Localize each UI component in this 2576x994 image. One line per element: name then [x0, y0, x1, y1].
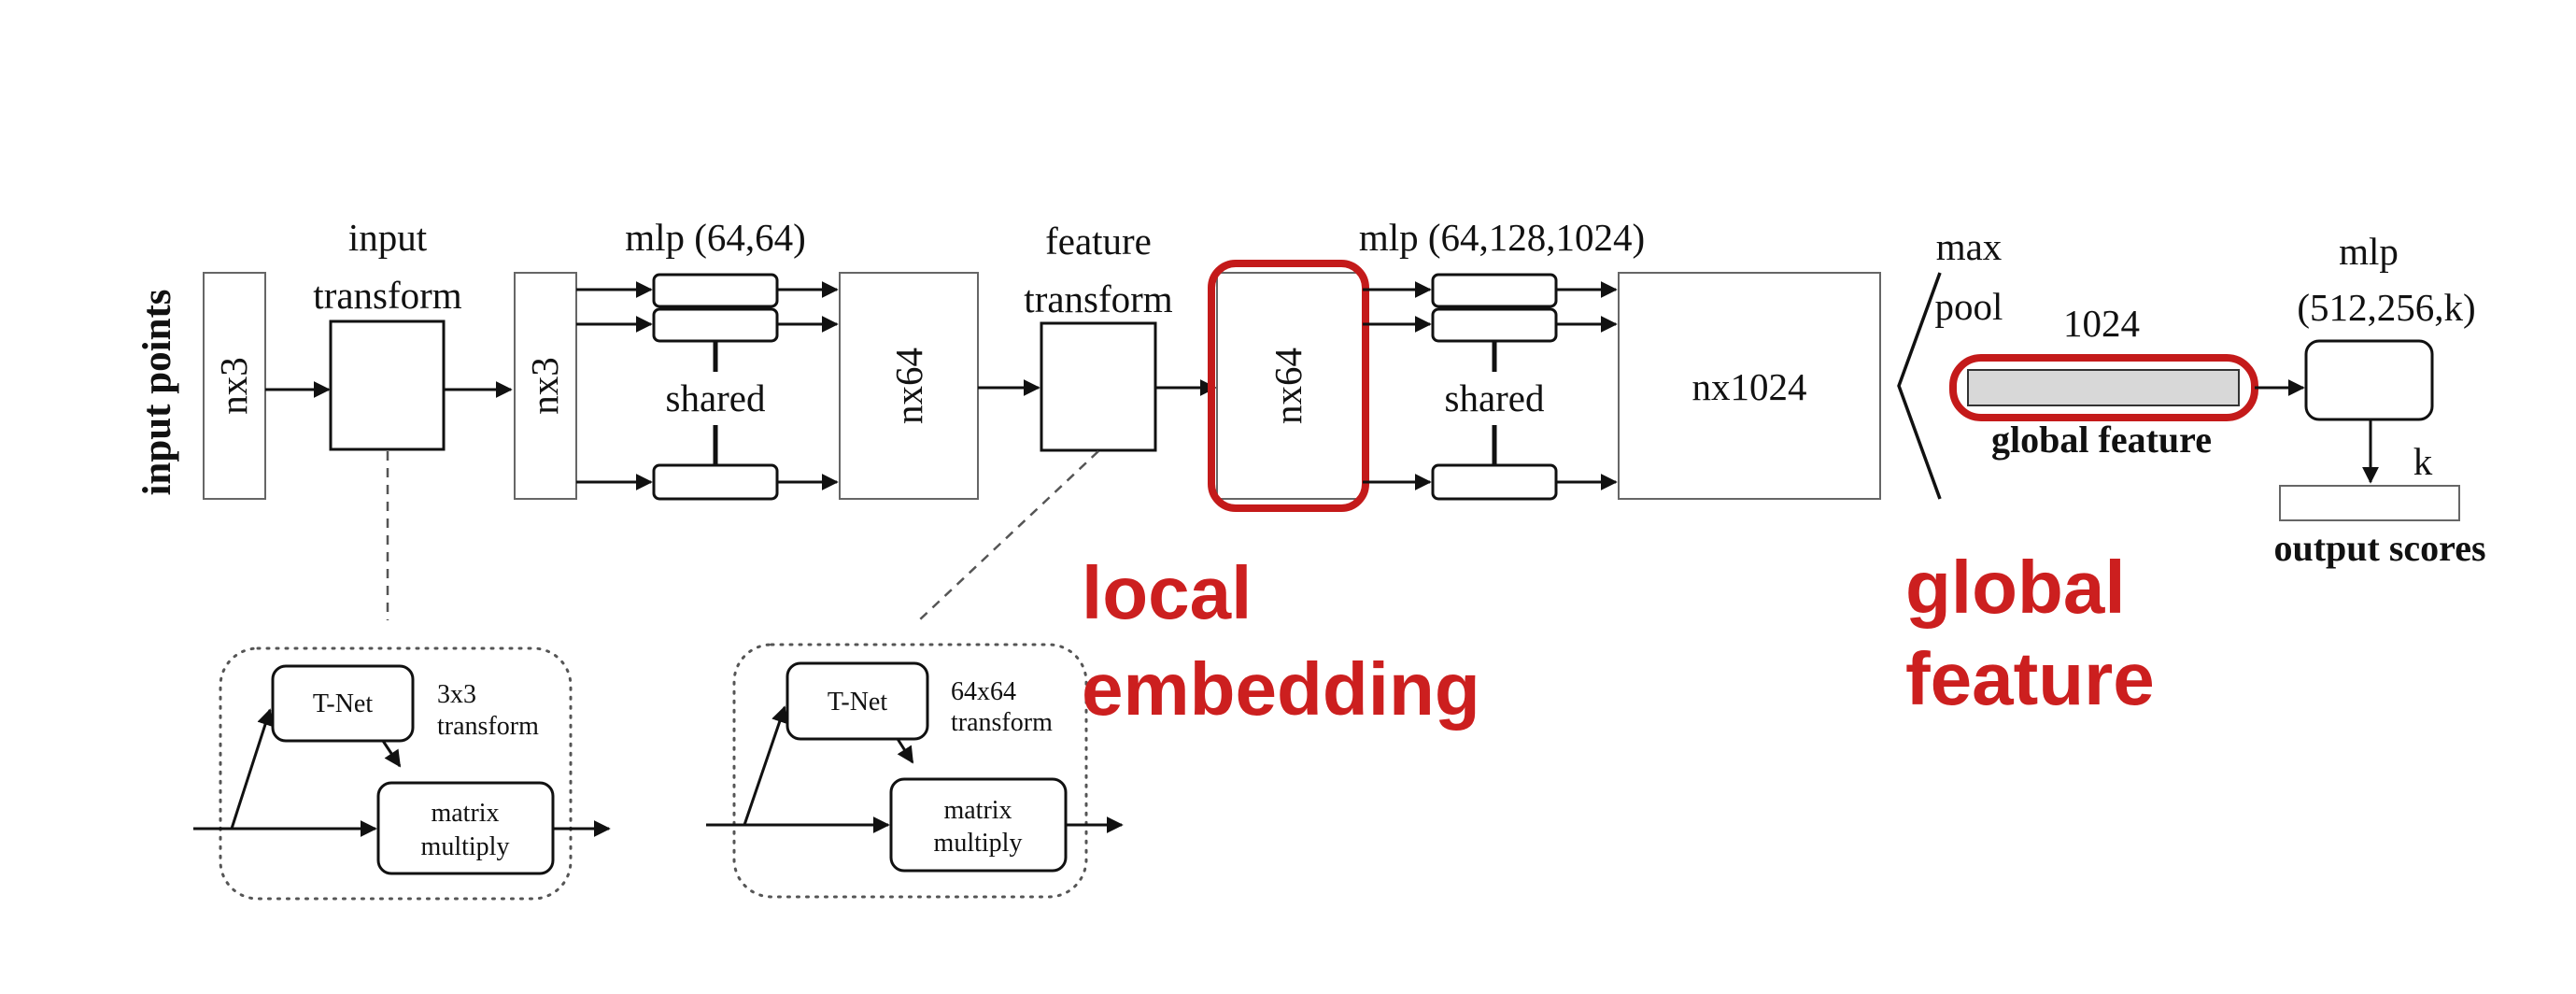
feature-tnet-dashed-connector — [918, 450, 1099, 621]
local-embedding-annotation-line1: local — [1082, 551, 1252, 634]
max-pool-symbol — [1897, 272, 1942, 500]
feature-tnet-label: T-Net — [828, 688, 888, 717]
input-tnet-detail-panel — [219, 646, 573, 901]
max-pool-label-line1: max — [1936, 225, 2003, 268]
input-tnet-transform-line1: 3x3 — [437, 680, 476, 709]
feature-tnet-box — [786, 661, 929, 741]
nx64-label-b: nx64 — [1267, 348, 1309, 424]
input-transform-label-line1: input — [348, 216, 428, 259]
mlp2-label: mlp (64,128,1024) — [1359, 216, 1645, 259]
feature-tnet-transform-line1: 64x64 — [951, 677, 1016, 706]
input-matrix-multiply-line1: matrix — [431, 799, 499, 828]
nx64-box-a — [839, 272, 979, 500]
mlp3-label-line1: mlp — [2339, 230, 2399, 273]
input-transform-box — [329, 320, 446, 451]
input-transform-label-line2: transform — [313, 274, 462, 317]
output-scores-label: output scores — [2273, 527, 2485, 569]
input-nx3-label: nx3 — [212, 357, 255, 415]
global-feature-annotation-line1: global — [1905, 546, 2126, 629]
feature-tnet-detail-panel — [732, 643, 1088, 899]
feature-matrix-multiply-line1: matrix — [943, 796, 1012, 825]
local-embedding-highlight — [1208, 260, 1369, 512]
mlp3-box — [2304, 339, 2434, 421]
k-label: k — [2413, 440, 2433, 483]
input-tnet-branch-arrow — [230, 708, 274, 830]
mlp1-unit-1 — [652, 273, 779, 308]
input-nx3-box — [203, 272, 266, 500]
feature-tnet-branch-arrow — [743, 705, 788, 826]
mlp2-shared-label: shared — [1444, 376, 1544, 419]
input-tnet-label: T-Net — [313, 689, 374, 718]
input-matrix-multiply-line2: multiply — [421, 832, 510, 861]
input-tnet-box — [271, 664, 415, 743]
nx64-box-b — [1216, 272, 1364, 500]
max-pool-label-line2: pool — [1935, 285, 2003, 328]
global-feature-bar — [1967, 369, 2240, 406]
input-tnet-transform-line2: transform — [437, 712, 539, 741]
global-feature-annotation-line2: feature — [1905, 637, 2155, 720]
transformed-nx3-box — [514, 272, 577, 500]
feature-matrix-multiply-line2: multiply — [934, 829, 1023, 858]
mlp2-unit-1 — [1431, 273, 1558, 308]
output-scores-box — [2279, 485, 2460, 521]
feature-transform-label-line1: feature — [1045, 220, 1152, 263]
mlp2-unit-2 — [1431, 307, 1558, 343]
feature-transform-label-line2: transform — [1024, 277, 1173, 320]
mlp1-unit-3 — [652, 463, 779, 501]
feature-tnet-to-matrix-arrow — [896, 738, 914, 764]
global-feature-dim-label: 1024 — [2063, 302, 2140, 345]
mlp2-unit-3 — [1431, 463, 1558, 501]
nx1024-box — [1618, 272, 1881, 500]
mlp3-label-line2: (512,256,k) — [2297, 286, 2475, 329]
feature-transform-box — [1040, 321, 1157, 452]
global-feature-label: global feature — [1991, 419, 2212, 461]
mlp1-shared-label: shared — [665, 376, 765, 419]
input-tnet-to-matrix-arrow — [381, 740, 402, 768]
mlp1-unit-2 — [652, 307, 779, 343]
feature-tnet-transform-line2: transform — [951, 708, 1053, 737]
local-embedding-annotation-line2: embedding — [1082, 647, 1480, 731]
transformed-nx3-label: nx3 — [523, 357, 566, 415]
nx64-label-a: nx64 — [887, 348, 930, 424]
input-points-label: input points — [135, 289, 179, 495]
mlp1-label: mlp (64,64) — [625, 216, 806, 259]
nx1024-label: nx1024 — [1692, 365, 1807, 408]
